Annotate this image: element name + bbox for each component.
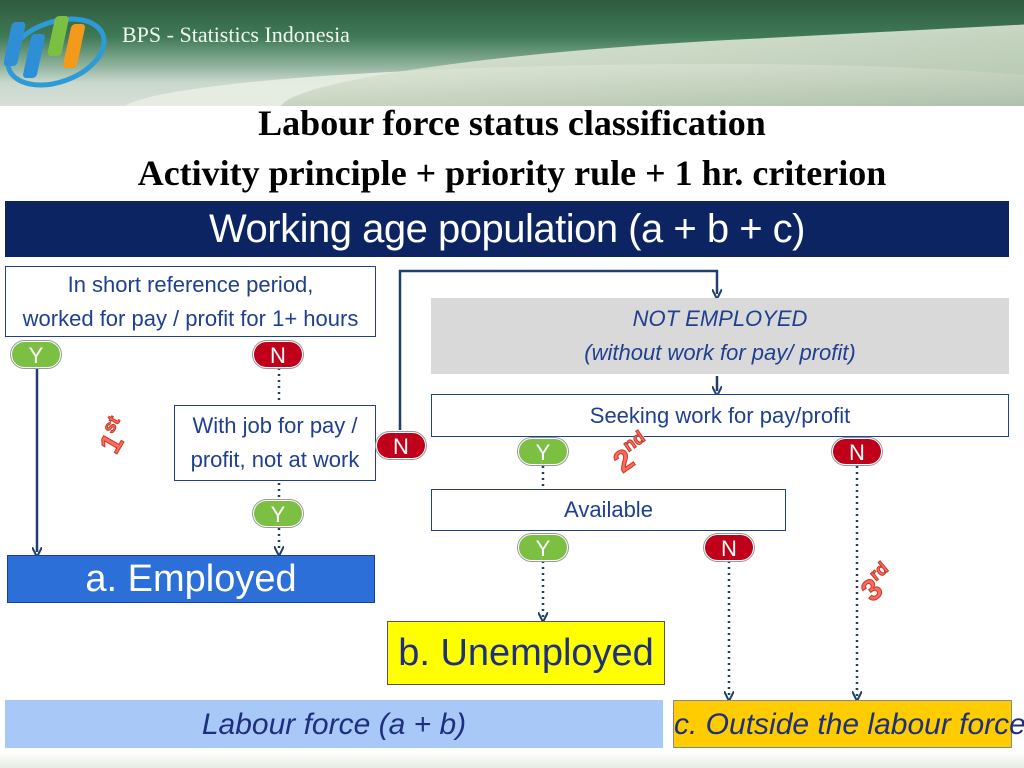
available-box: Available [431,489,786,531]
footer-strip [0,752,1024,768]
available-no-badge: N [704,534,754,561]
seeking-yes-badge: Y [518,438,568,465]
q1-yes-badge: Y [11,341,61,368]
not-employed-box: NOT EMPLOYED (without work for pay/ prof… [431,298,1009,374]
employed-box: a. Employed [7,555,375,603]
worked-question-box: In short reference period, worked for pa… [5,266,376,337]
seeking-work-label: Seeking work for pay/profit [589,402,851,428]
not-employed-line1: NOT EMPLOYED [632,306,808,331]
unemployed-box: b. Unemployed [387,621,665,685]
seeking-work-box: Seeking work for pay/profit [431,394,1009,437]
page-title: Labour force status classification [258,103,766,143]
available-label: Available [564,497,653,522]
priority-first-label: 1st [93,412,131,460]
job-not-at-work-line2: profit, not at work [190,447,360,472]
page-subtitle: Activity principle + priority rule + 1 h… [137,153,887,193]
q2-yes-badge: Y [253,500,303,527]
outside-labour-force-box: c. Outside the labour force [673,700,1024,748]
worked-question-line1: In short reference period, [67,271,314,297]
priority-third-label: 3rd [855,557,893,609]
org-title: BPS - Statistics Indonesia [122,22,350,47]
job-not-at-work-line1: With job for pay / [192,413,358,438]
priority-second-label: 2nd [607,426,649,480]
q1-no-badge: N [253,341,303,368]
not-employed-line2: (without work for pay/ profit) [584,340,856,365]
q2-no-badge: N [376,432,426,459]
worked-question-line2: worked for pay / profit for 1+ hours [22,305,359,331]
bps-logo-icon [4,16,107,88]
seeking-no-badge: N [832,438,882,465]
header-banner [0,0,1024,106]
working-age-population-bar: Working age population (a + b + c) [5,201,1009,257]
labour-force-box: Labour force (a + b) [5,700,663,748]
job-not-at-work-box: With job for pay / profit, not at work [174,405,376,481]
available-yes-badge: Y [518,534,568,561]
